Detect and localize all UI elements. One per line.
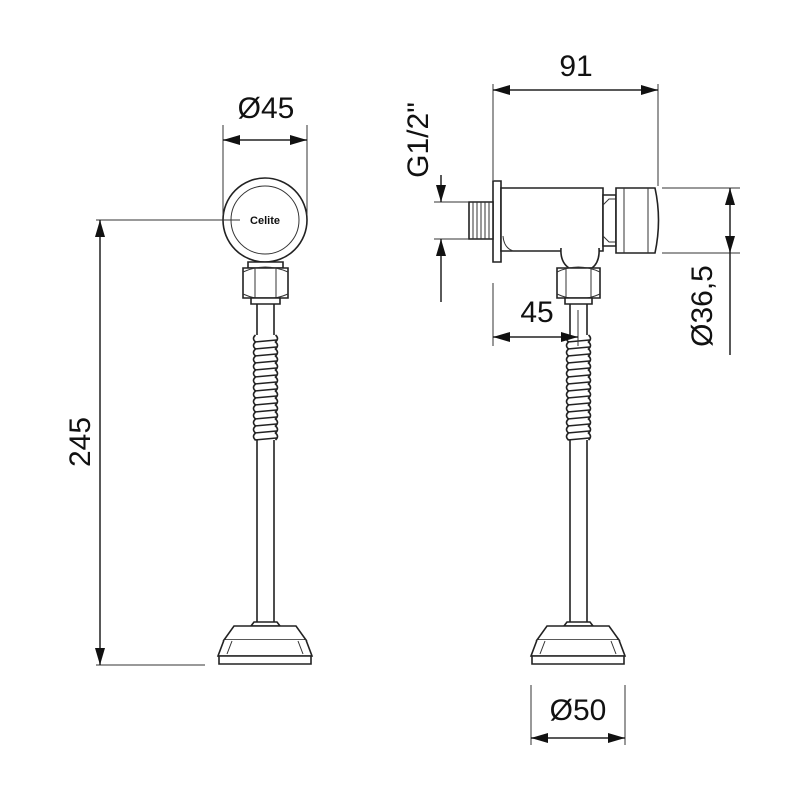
dimension-total-height: 245 [64, 219, 240, 666]
dim-label-side-depth: 91 [559, 50, 592, 83]
dimension-button-diameter: Ø36,5 [662, 187, 740, 355]
side-neck [560, 247, 600, 269]
front-view: Celite [216, 177, 314, 665]
brand-logo: Celite [250, 215, 280, 227]
dim-label-button-diameter: Ø36,5 [686, 265, 719, 347]
dimension-base-diameter: Ø50 [530, 685, 626, 745]
front-base [216, 621, 314, 665]
side-base [529, 621, 627, 665]
side-nut [556, 266, 601, 305]
dim-label-front-width: Ø45 [238, 92, 295, 125]
dimension-offset: 45 [492, 283, 579, 346]
dim-label-base-diameter: Ø50 [550, 694, 607, 727]
side-corrugated-tube [565, 334, 592, 441]
dimension-thread: G1/2" [402, 102, 469, 302]
side-view [468, 180, 660, 665]
dim-label-offset: 45 [520, 296, 553, 329]
dim-label-thread: G1/2" [402, 102, 435, 178]
front-corrugated-tube [252, 334, 279, 441]
side-body [500, 187, 660, 254]
dimension-side-depth: 91 [492, 50, 659, 186]
front-head: Celite [222, 177, 308, 263]
side-flange [468, 180, 502, 263]
dimension-front-width: Ø45 [222, 92, 308, 215]
front-nut [242, 261, 289, 305]
dim-label-total-height: 245 [64, 417, 97, 467]
